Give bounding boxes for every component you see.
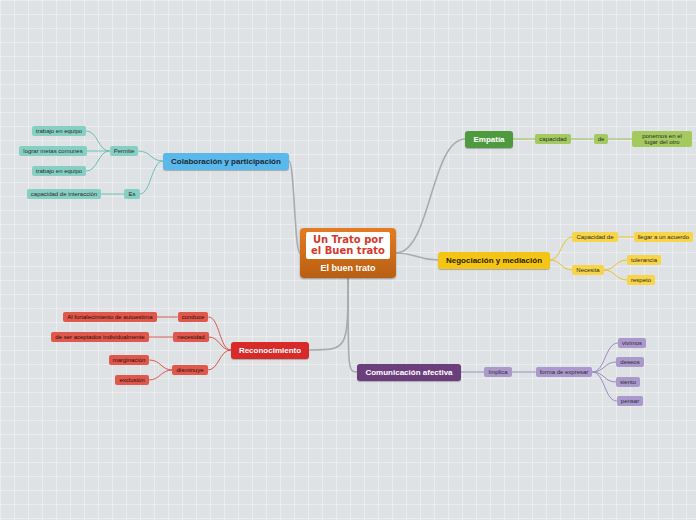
subtopic: ponernos en el lugar del otro <box>632 131 692 147</box>
topic-label: deseos <box>620 359 639 365</box>
subtopic: disminuye <box>172 365 207 375</box>
connector <box>604 270 627 280</box>
subtopic: siento <box>616 377 640 387</box>
topic-label: lograr metas comunes <box>23 148 82 154</box>
connector <box>86 151 109 171</box>
topic-label: capacidad <box>539 136 566 142</box>
subtopic: deseos <box>616 357 643 367</box>
topic-label: de ser aceptados individualmente <box>55 334 144 340</box>
topic-label: tolerancia <box>631 257 657 263</box>
topic-label: Colaboración y participación <box>171 157 281 166</box>
connector <box>149 360 172 370</box>
topic-label: Negociación y mediación <box>446 256 542 265</box>
topic-label: pensar <box>621 398 639 404</box>
subtopic: respeto <box>627 275 655 285</box>
topic-label: disminuye <box>176 367 203 373</box>
connector <box>309 278 348 350</box>
topic-label: vivimos <box>622 340 642 346</box>
connector <box>608 139 632 140</box>
topic-label: Permite <box>114 148 135 154</box>
subtopic: Implica <box>484 367 511 377</box>
topic-label: Reconocimiento <box>239 346 301 355</box>
subtopic: conduce <box>178 312 209 322</box>
connector <box>140 161 164 194</box>
connector <box>461 372 485 373</box>
connector <box>289 161 300 253</box>
subtopic: exclusión <box>115 375 148 385</box>
connector <box>138 151 163 161</box>
connector <box>550 237 572 260</box>
topic-label: Implica <box>488 369 507 375</box>
topic-label: capacidad de interacción <box>31 191 97 197</box>
topic-label: de <box>598 136 605 142</box>
connector <box>396 139 465 253</box>
connector <box>513 139 536 140</box>
branch-topic: Negociación y mediación <box>438 252 550 269</box>
topic-label: Comunicación afectiva <box>365 368 452 377</box>
connector <box>157 317 178 318</box>
subtopic: forma de expresar <box>536 367 593 377</box>
connector <box>512 372 536 373</box>
topic-label: respeto <box>631 277 651 283</box>
topic-label: Necesita <box>576 267 599 273</box>
connector <box>396 253 438 260</box>
subtopic: Es <box>124 189 139 199</box>
topic-label: ponernos en el lugar del otro <box>636 133 688 145</box>
branch-topic: Colaboración y participación <box>163 153 289 170</box>
topic-label: llegar a un acuerdo <box>638 234 689 240</box>
connector <box>208 350 231 370</box>
connector <box>86 131 109 151</box>
subtopic: Necesita <box>572 265 603 275</box>
connector <box>149 370 173 380</box>
topic-label: Es <box>128 191 135 197</box>
subtopic: vivimos <box>618 338 646 348</box>
logo-text: Un Trato por el Buen trato <box>306 232 390 259</box>
connector <box>149 337 174 338</box>
subtopic: trabajo en equipo <box>32 166 86 176</box>
topic-label: Empatía <box>473 135 504 144</box>
branch-topic: Reconocimiento <box>231 342 309 359</box>
connector <box>101 194 124 195</box>
subtopic: capacidad <box>535 134 570 144</box>
subtopic: llegar a un acuerdo <box>634 232 693 242</box>
topic-label: trabajo en equipo <box>36 168 82 174</box>
topic-label: El buen trato <box>306 263 390 273</box>
topic-label: Al fortalecimiento de autoestima <box>67 314 152 320</box>
topic-label: siento <box>620 379 636 385</box>
topic-label: forma de expresar <box>540 369 589 375</box>
connector <box>209 337 231 350</box>
topic-label: trabajo en equipo <box>36 128 82 134</box>
subtopic: trabajo en equipo <box>32 126 86 136</box>
connector <box>618 237 634 238</box>
connector <box>550 260 572 270</box>
subtopic: pensar <box>617 396 643 406</box>
subtopic: capacidad de interacción <box>27 189 101 199</box>
connector <box>592 343 618 372</box>
subtopic: tolerancia <box>627 255 661 265</box>
connector <box>571 139 594 140</box>
connector <box>592 372 616 401</box>
subtopic: lograr metas comunes <box>19 146 86 156</box>
connector <box>208 317 231 350</box>
subtopic: de <box>594 134 609 144</box>
connector <box>592 362 616 372</box>
subtopic: marginación <box>109 355 150 365</box>
subtopic: Permite <box>110 146 139 156</box>
subtopic: de ser aceptados individualmente <box>51 332 148 342</box>
topic-label: Capacidad de <box>576 234 613 240</box>
branch-topic: Comunicación afectiva <box>357 364 460 381</box>
central-topic: Un Trato por el Buen trato El buen trato <box>300 228 396 278</box>
connector <box>348 278 357 372</box>
topic-label: marginación <box>113 357 146 363</box>
topic-label: necesidad <box>177 334 204 340</box>
connector <box>604 260 627 270</box>
subtopic: Al fortalecimiento de autoestima <box>63 312 156 322</box>
topic-label: conduce <box>182 314 205 320</box>
subtopic: Capacidad de <box>572 232 617 242</box>
topic-label: exclusión <box>119 377 144 383</box>
branch-topic: Empatía <box>465 131 512 148</box>
subtopic: necesidad <box>173 332 208 342</box>
